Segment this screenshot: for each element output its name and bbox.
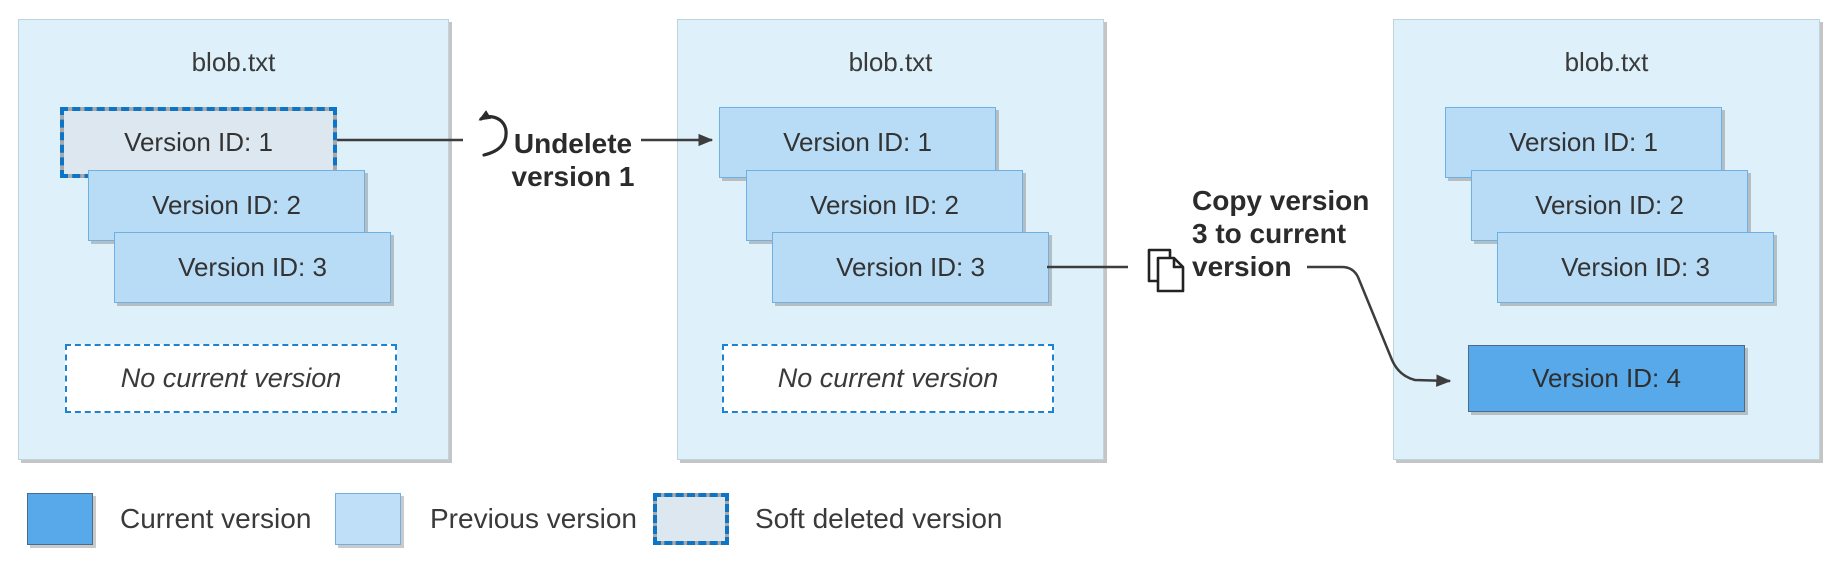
no-current-version-label: No current version [777,363,999,393]
version-box-previous: Version ID: 3 [772,232,1049,303]
version-label: Version ID: 1 [1509,127,1658,157]
version-label: Version ID: 2 [810,190,959,220]
version-label: Version ID: 2 [1535,190,1684,220]
version-box-current: Version ID: 4 [1468,345,1745,412]
version-box-previous: Version ID: 3 [114,232,391,303]
version-label: Version ID: 1 [124,127,273,157]
no-current-version-label: No current version [120,363,342,393]
version-label: Version ID: 3 [178,252,327,282]
version-box-previous: Version ID: 1 [1445,107,1722,178]
version-label: Version ID: 4 [1532,363,1681,393]
version-box-previous: Version ID: 1 [719,107,996,178]
undelete-action-label: Undelete version 1 [511,128,635,192]
version-box-previous: Version ID: 2 [1471,170,1748,241]
blob-name-title: blob.txt [191,47,276,77]
copy-action-label: Copy version 3 to current version [1192,185,1370,282]
legend-swatch-current-version [27,493,93,545]
version-label: Version ID: 1 [783,127,932,157]
version-box-previous: Version ID: 3 [1497,232,1774,303]
no-current-version-box: No current version [65,344,397,413]
version-box-soft-deleted: Version ID: 1 [60,107,337,178]
legend-swatch-previous-version [335,493,401,545]
no-current-version-box: No current version [722,344,1054,413]
version-box-previous: Version ID: 2 [746,170,1023,241]
blob-name-title: blob.txt [1564,47,1649,77]
version-label: Version ID: 3 [1561,252,1710,282]
legend-swatch-soft-deleted-version [653,493,729,545]
legend-label-soft-deleted-version: Soft deleted version [755,503,1003,534]
legend-label-current-version: Current version [120,503,312,534]
version-label: Version ID: 3 [836,252,985,282]
version-label: Version ID: 2 [152,190,301,220]
version-box-previous: Version ID: 2 [88,170,365,241]
legend-label-previous-version: Previous version [430,503,637,534]
blob-name-title: blob.txt [848,47,933,77]
copy-icon [1147,248,1185,293]
